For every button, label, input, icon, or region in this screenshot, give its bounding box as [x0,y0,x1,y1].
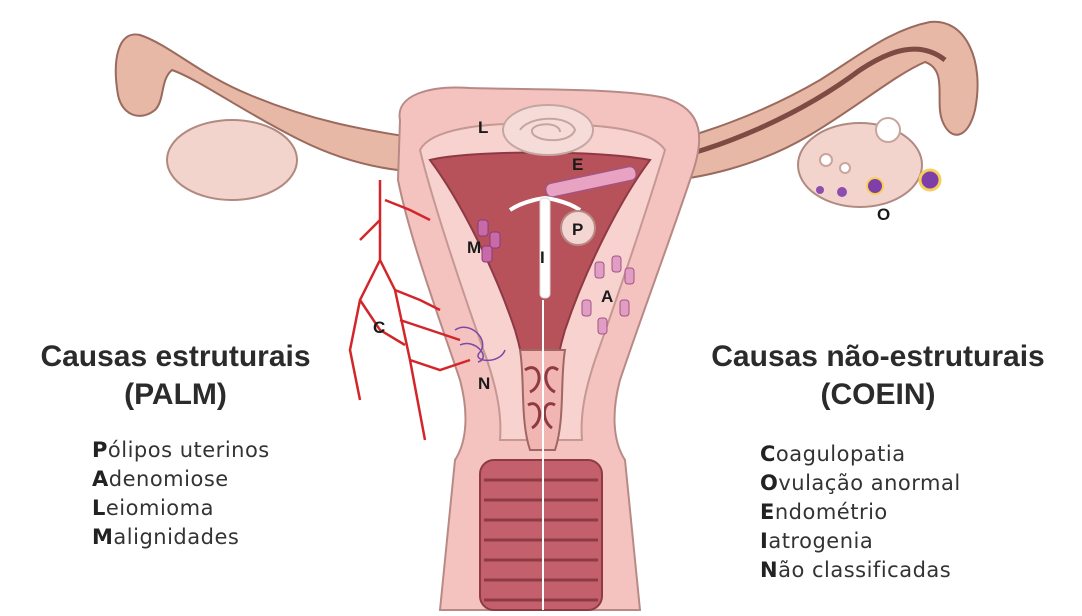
right-heading-line1: Causas não-estruturais [678,338,1078,376]
right-ovary-follicle [820,154,832,166]
right-list-item: Iatrogenia [760,527,961,556]
released-ovum [920,170,940,190]
marker-M: M [467,238,481,257]
right-ovary-follicle [816,186,824,194]
vagina [480,460,602,610]
right-heading-line2: (COEIN) [678,376,1078,414]
right-list-item: Coagulopatia [760,440,961,469]
left-list-item: Leiomioma [92,494,270,523]
marker-I: I [540,248,545,267]
right-ovary-follicle [876,118,900,142]
right-ovary-follicle [840,163,850,173]
left-list-item: Malignidades [92,523,270,552]
marker-N: N [478,374,490,393]
marker-P: P [572,220,583,239]
marker-O: O [877,205,890,224]
marker-C: C [373,318,385,337]
marker-E: E [572,155,583,174]
right-list-item: Não classificadas [760,556,961,585]
right-causes-list: Coagulopatia Ovulação anormal Endométrio… [760,440,961,585]
marker-A: A [601,287,613,306]
right-list-item: Ovulação anormal [760,469,961,498]
left-heading: Causas estruturais (PALM) [8,338,343,414]
leiomyoma [503,105,593,155]
right-ovary [798,123,922,207]
right-heading: Causas não-estruturais (COEIN) [678,338,1078,414]
left-heading-line2: (PALM) [8,376,343,414]
left-list-item: Adenomiose [92,465,270,494]
marker-L: L [478,118,488,137]
left-list-item: Pólipos uterinos [92,436,270,465]
left-ovary [167,120,297,200]
right-ovary-follicle [837,187,847,197]
right-list-item: Endométrio [760,498,961,527]
left-causes-list: Pólipos uterinos Adenomiose Leiomioma Ma… [92,436,270,552]
right-ovary-follicle [867,178,883,194]
left-heading-line1: Causas estruturais [8,338,343,376]
